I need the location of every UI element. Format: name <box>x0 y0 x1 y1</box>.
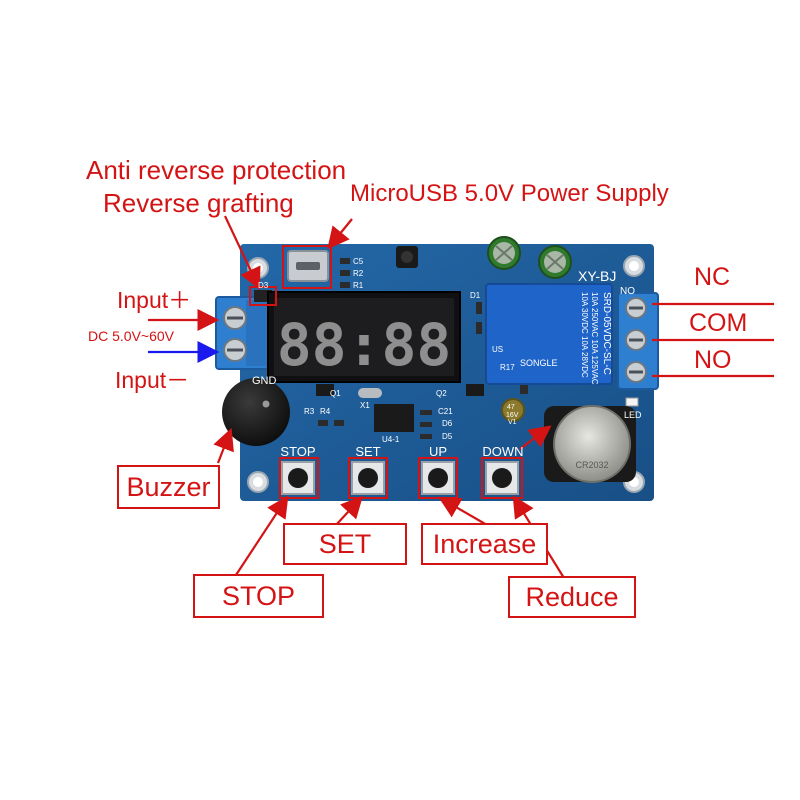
display-readout: 88:88 <box>277 311 452 379</box>
dc-range-label: DC 5.0V~60V <box>88 328 174 344</box>
silk-part-d3: D3 <box>258 281 269 290</box>
no-label: NO <box>694 346 732 374</box>
com-label: COM <box>689 309 748 337</box>
silk-part-r17: R17 <box>500 363 515 372</box>
microusb-port <box>287 250 329 282</box>
stop-callout: STOP <box>193 574 324 618</box>
anti-reverse-label: Anti reverse protection <box>86 155 347 185</box>
status-led <box>625 397 639 407</box>
silk-button-up: UP <box>429 444 447 459</box>
silk-model: XY-BJ <box>578 268 616 284</box>
set-callout: SET <box>283 523 407 565</box>
crystal <box>358 388 382 398</box>
reverse-grafting-label: Reverse grafting <box>103 188 294 218</box>
coin-cell-battery <box>544 405 636 483</box>
input-minus-label: Input－ <box>115 367 190 393</box>
silk-part-u4: U4-1 <box>382 435 400 444</box>
silk-no: NO <box>620 286 635 297</box>
silk-led: LED <box>624 410 642 420</box>
silk-part-r1: R1 <box>353 281 364 290</box>
buzzer-component <box>222 378 290 446</box>
highlight-boxes <box>249 245 523 499</box>
relay-brand: SONGLE <box>520 358 558 368</box>
silk-part-q1: Q1 <box>330 389 341 398</box>
relay-model: SRD-05VDC-SL-C <box>601 292 612 375</box>
capacitor-47: 47 <box>507 404 515 411</box>
relay-mark: US <box>492 345 503 354</box>
input-terminal-block <box>215 296 269 370</box>
tactile-buttons <box>281 461 519 495</box>
silk-part-r2: R2 <box>353 269 364 278</box>
callout-arrows <box>148 215 565 579</box>
silk-part-c21: C21 <box>438 407 453 416</box>
silk-gnd: GND <box>252 375 277 387</box>
inductor <box>396 246 418 268</box>
buzzer-callout: Buzzer <box>117 465 220 509</box>
nc-label: NC <box>694 263 731 291</box>
silk-button-set: SET <box>355 444 380 459</box>
silk-button-stop: STOP <box>280 444 315 459</box>
reduce-callout: Reduce <box>508 576 636 618</box>
increase-callout: Increase <box>421 523 548 565</box>
relay <box>485 283 613 385</box>
input-plus-label: Input＋ <box>117 287 192 313</box>
silk-part-r3: R3 <box>304 407 315 416</box>
capacitor-16v: 16V <box>506 412 519 419</box>
seven-segment-display <box>267 291 461 383</box>
silk-part-d1: D1 <box>470 291 481 300</box>
relay-rating-1: 10A 250VAC 10A 125VAC <box>590 292 599 385</box>
silk-part-d5: D5 <box>442 432 453 441</box>
microcontroller-chip <box>374 404 414 432</box>
chip-small <box>466 384 484 396</box>
output-lines <box>652 302 774 378</box>
silk-part-q2: Q2 <box>436 389 447 398</box>
silk-part-r4: R4 <box>320 407 331 416</box>
electrolytic-capacitors <box>487 236 572 422</box>
silk-part-d6: D6 <box>442 419 453 428</box>
silk-part-x1: X1 <box>360 401 370 410</box>
microusb-label: MicroUSB 5.0V Power Supply <box>350 180 669 207</box>
chip-small-2 <box>316 384 334 396</box>
silk-part-v1: V1 <box>508 419 517 426</box>
silk-button-down: DOWN <box>482 444 523 459</box>
silk-part-c5: C5 <box>353 257 364 266</box>
relay-rating-2: 10A 30VDC 10A 28VDC <box>580 292 589 378</box>
relay-markings: SRD-05VDC-SL-C 10A 250VAC 10A 125VAC 10A… <box>580 292 612 385</box>
battery-marking: CR2032 <box>575 460 608 470</box>
